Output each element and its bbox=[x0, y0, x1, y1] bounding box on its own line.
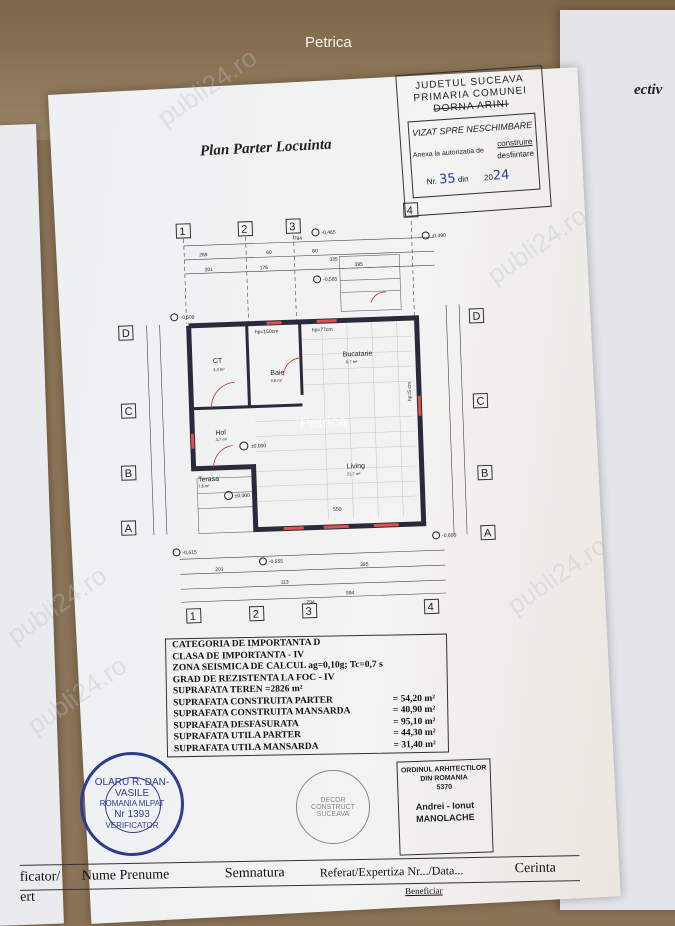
level-mark: -0,565 bbox=[323, 277, 338, 283]
axis-col-top: 1 2 3 4 bbox=[176, 203, 419, 238]
dim-text: 201 bbox=[205, 267, 214, 273]
axis-labels: 1 2 3 4 1 2 3 4 D C B A D C B A bbox=[111, 200, 498, 625]
axis-label: D bbox=[122, 328, 130, 340]
room-name: Bucatarie bbox=[343, 350, 373, 358]
verifier-stamp-text: OLARU R. DAN-VASILE bbox=[94, 777, 170, 799]
oar-stamp: ORDINUL ARHITECTILOR DIN ROMANIA 5370 An… bbox=[396, 758, 493, 855]
window-label: hp=77cm bbox=[312, 327, 333, 334]
col-verificator: ficator/ bbox=[20, 869, 61, 886]
oar-number: 5370 bbox=[398, 782, 490, 792]
info-value: = 31,40 m² bbox=[393, 739, 436, 751]
info-value: = 95,10 m² bbox=[393, 716, 436, 728]
level-mark: -0,555 bbox=[269, 559, 284, 565]
level-mark: -0,600 bbox=[442, 533, 457, 539]
level-mark: -0,465 bbox=[321, 230, 336, 236]
level-mark: ±0,000 bbox=[235, 493, 251, 500]
axis-label: 3 bbox=[305, 606, 312, 618]
room-area: 3,8 m² bbox=[271, 378, 283, 383]
axis-label: 4 bbox=[407, 205, 414, 217]
verifier-stamp-bottom: VERIFICATOR bbox=[105, 821, 158, 831]
info-value: = 44,30 m² bbox=[393, 728, 436, 740]
oar-name: MANOLACHE bbox=[399, 811, 491, 824]
axis-label: B bbox=[125, 468, 133, 480]
room-area: 9,7 m² bbox=[346, 359, 358, 364]
dim-text: 794 bbox=[306, 600, 315, 606]
company-stamp-text: DECOR CONSTRUCT SUCEAVA bbox=[303, 797, 363, 818]
interior-walls bbox=[189, 322, 303, 409]
dim-text: 794 bbox=[294, 236, 303, 242]
axis-label: C bbox=[476, 396, 484, 408]
axis-label: 1 bbox=[190, 611, 197, 623]
room-name: CT bbox=[213, 358, 223, 365]
axis-label: 3 bbox=[289, 221, 296, 233]
oar-name: Andrei - Ionut bbox=[399, 799, 491, 812]
axis-label: 2 bbox=[241, 224, 248, 236]
dim-text: 113 bbox=[281, 579, 289, 585]
dim-text: 550 bbox=[333, 507, 342, 513]
axis-label: D bbox=[472, 311, 480, 323]
axis-row-right: D C B A bbox=[469, 308, 495, 539]
level-mark: -0,509 bbox=[180, 315, 195, 321]
dim-text: 80 bbox=[312, 248, 318, 254]
dim-text: 395 bbox=[360, 562, 369, 568]
room-name: Baie bbox=[270, 370, 284, 377]
company-stamp: DECOR CONSTRUCT SUCEAVA bbox=[296, 770, 370, 844]
axis-label: A bbox=[124, 523, 132, 535]
axis-label: A bbox=[484, 527, 492, 539]
room-area: 4,7 m² bbox=[216, 437, 228, 442]
dim-text: 176 bbox=[260, 265, 269, 271]
level-mark: -0,615 bbox=[182, 550, 197, 556]
info-table: CATEGORIA DE IMPORTANTA D CLASA DE IMPOR… bbox=[165, 634, 449, 758]
beneficiar-label: Beneficiar bbox=[405, 886, 443, 897]
exterior-stairs bbox=[189, 254, 408, 533]
level-mark: ±0,000 bbox=[251, 443, 267, 450]
axis-row-left: D C B A bbox=[115, 326, 140, 536]
room-area: 4,4 m² bbox=[213, 367, 225, 372]
col-referat: Referat/Expertiza Nr.../Data... bbox=[320, 863, 464, 881]
info-label: SUPRAFATA UTILA MANSARDA bbox=[174, 741, 319, 755]
col-cerinta: Cerinta bbox=[515, 861, 556, 878]
dim-text: 269 bbox=[199, 252, 208, 258]
col-semnatura: Semnatura bbox=[225, 865, 285, 882]
signature-table: ficator/ Nume Prenume Semnatura Referat/… bbox=[20, 855, 581, 915]
window-label: hp=150cm bbox=[255, 329, 279, 336]
axis-label: 1 bbox=[179, 226, 186, 238]
room-name: Living bbox=[347, 463, 366, 471]
col-nume: Nume Prenume bbox=[82, 867, 170, 885]
level-mark: -0,490 bbox=[432, 233, 447, 239]
dim-text: 594 bbox=[346, 590, 355, 596]
window-label: hp=5 cm bbox=[407, 382, 414, 402]
dim-text: 395 bbox=[355, 262, 364, 268]
axis-label: C bbox=[124, 406, 132, 418]
room-area: 21,7 m² bbox=[347, 471, 361, 476]
info-value: = 40,90 m² bbox=[393, 705, 436, 717]
axis-label: 4 bbox=[427, 601, 434, 613]
verifier-stamp-inner-text: ROMANIA MLPAT bbox=[100, 799, 165, 809]
dim-text: 201 bbox=[215, 567, 224, 573]
dim-text: 60 bbox=[266, 250, 272, 256]
room-area: 7,6 m² bbox=[198, 483, 210, 488]
axis-label: B bbox=[481, 467, 489, 479]
dim-text: 335 bbox=[329, 257, 338, 263]
axis-label: 2 bbox=[253, 609, 260, 621]
verifier-stamp: OLARU R. DAN-VASILE ROMANIA MLPAT Nr 139… bbox=[80, 752, 184, 856]
col-expert: ert bbox=[20, 890, 35, 906]
info-value: = 54,20 m² bbox=[393, 693, 436, 705]
watermark-center: Petrica bbox=[300, 413, 348, 432]
verifier-stamp-number: Nr 1393 bbox=[114, 809, 150, 821]
